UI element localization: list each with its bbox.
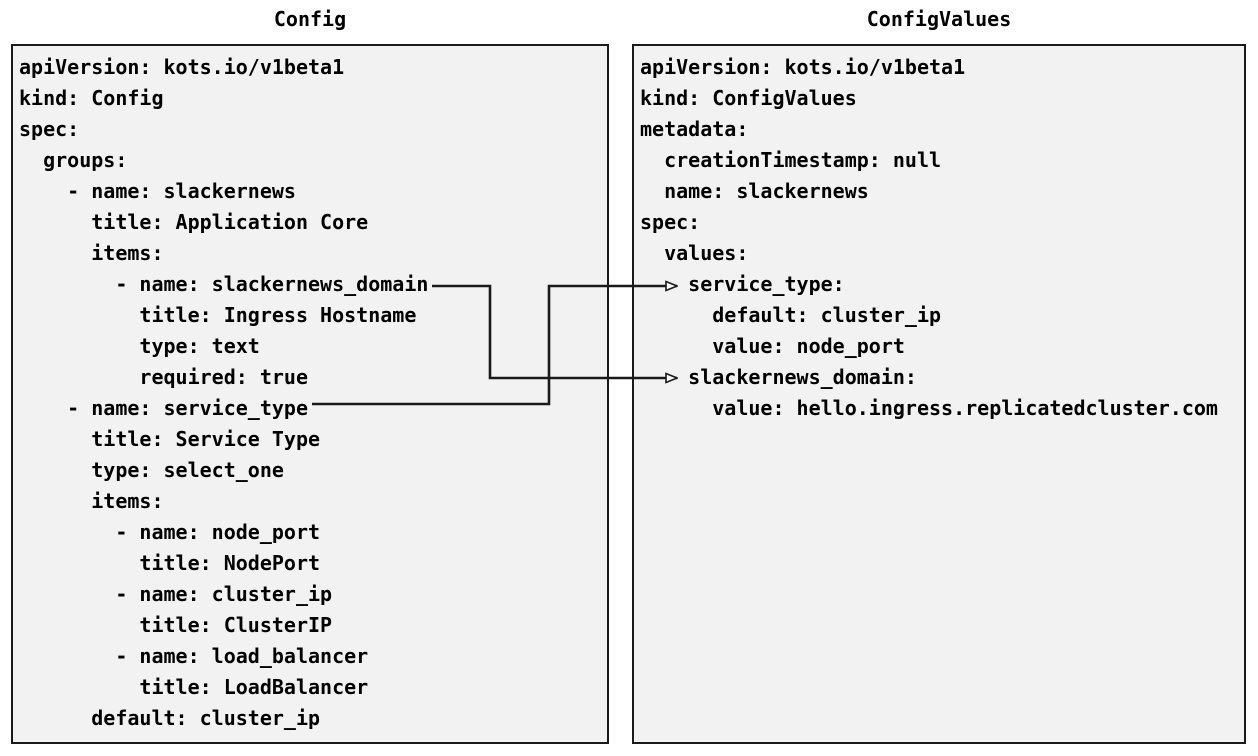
config-yaml-line-1: kind: Config xyxy=(19,86,164,110)
configvalues-yaml-line-10: slackernews_domain: xyxy=(640,365,917,389)
configvalues-yaml-line-8: default: cluster_ip xyxy=(640,303,942,327)
configvalues-panel: apiVersion: kots.io/v1beta1 kind: ConfigV… xyxy=(632,44,1246,744)
configvalues-panel-title: ConfigValues xyxy=(866,7,1012,31)
config-yaml-line-3: groups: xyxy=(19,148,128,172)
config-yaml-line-8: title: Ingress Hostname xyxy=(19,303,417,327)
config-yaml-line-21: default: cluster_ip xyxy=(19,706,321,730)
configvalues-yaml-line-7: service_type: xyxy=(640,272,845,296)
configvalues-yaml-line-9: value: node_port xyxy=(640,334,905,358)
config-yaml-line-16: title: NodePort xyxy=(19,551,321,575)
config-yaml-line-11: - name: service_type xyxy=(19,396,308,420)
configvalues-yaml-line-11: value: hello.ingress.replicatedcluster.c… xyxy=(640,396,1218,420)
config-yaml-line-5: title: Application Core xyxy=(19,210,369,234)
config-yaml-line-9: type: text xyxy=(19,334,260,358)
configvalues-yaml-line-2: metadata: xyxy=(640,117,749,141)
configvalues-yaml-line-1: kind: ConfigValues xyxy=(640,86,857,110)
config-yaml-line-13: type: select_one xyxy=(19,458,284,482)
config-yaml-line-4: - name: slackernews xyxy=(19,179,296,203)
config-yaml-line-7: - name: slackernews_domain xyxy=(19,272,429,296)
configvalues-yaml-line-4: name: slackernews xyxy=(640,179,869,203)
config-yaml-line-6: items: xyxy=(19,241,164,265)
configvalues-yaml-code: apiVersion: kots.io/v1beta1 kind: ConfigV… xyxy=(640,52,1244,424)
config-yaml-line-10: required: true xyxy=(19,365,308,389)
config-yaml-line-0: apiVersion: kots.io/v1beta1 xyxy=(19,55,345,79)
config-yaml-line-15: - name: node_port xyxy=(19,520,321,544)
config-yaml-line-19: - name: load_balancer xyxy=(19,644,369,668)
config-panel-title: Config xyxy=(273,7,347,31)
configvalues-yaml-line-6: values: xyxy=(640,241,749,265)
config-yaml-code: apiVersion: kots.io/v1beta1 kind: Config s… xyxy=(19,52,607,734)
config-yaml-line-20: title: LoadBalancer xyxy=(19,675,369,699)
configvalues-yaml-line-3: creationTimestamp: null xyxy=(640,148,942,172)
config-yaml-line-17: - name: cluster_ip xyxy=(19,582,333,606)
config-panel: apiVersion: kots.io/v1beta1 kind: Config s… xyxy=(11,44,609,744)
config-yaml-line-2: spec: xyxy=(19,117,80,141)
config-yaml-line-12: title: Service Type xyxy=(19,427,321,451)
config-yaml-line-14: items: xyxy=(19,489,164,513)
configvalues-yaml-line-0: apiVersion: kots.io/v1beta1 xyxy=(640,55,966,79)
config-yaml-line-18: title: ClusterIP xyxy=(19,613,333,637)
configvalues-yaml-line-5: spec: xyxy=(640,210,701,234)
